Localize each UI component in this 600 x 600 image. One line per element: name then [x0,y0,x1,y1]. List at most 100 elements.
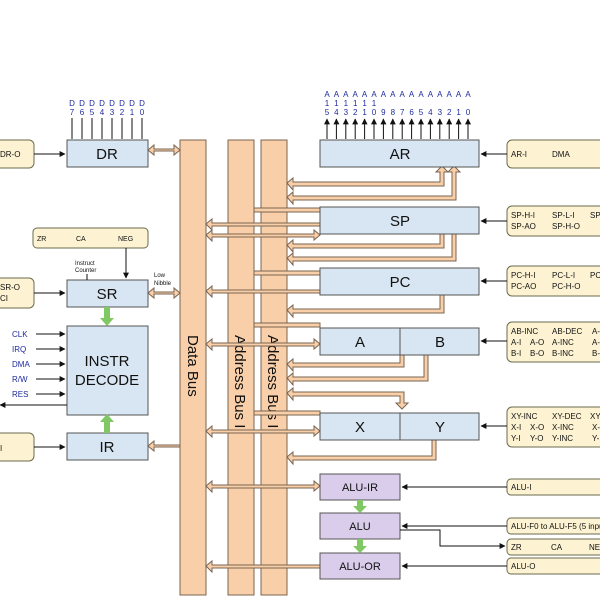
decode-input-label: IRQ [12,345,26,354]
decode-input-label: DMA [12,360,30,369]
data-bus-label: Data Bus [184,335,201,397]
addr-pin-label: A [447,90,453,99]
ab-control-r3-d: B- [592,349,600,358]
addr-pin-index: 3 [438,108,443,117]
sr-register [66,279,149,308]
ab-control-r1-a: AB-INC [511,327,538,336]
address-bus-1-label: Address Bus I [231,335,248,428]
dr-control-label: DR-O [0,150,20,159]
addr-pin-index: 1 [362,108,367,117]
addr-pin-index: 4 [334,108,339,117]
y-register-label: Y [435,419,445,436]
data-pin-label: D [109,99,115,108]
data-pin-index: 1 [130,108,135,117]
sp-control-r2-a: SP-AO [511,222,536,231]
xy-control-r2-c: X-INC [552,423,574,432]
flag-neg: NEG [118,236,133,243]
addr-pin-label: A [343,90,349,99]
addr-pin-index: 0 [466,108,471,117]
pc-control-r1-b: PC-L-I [552,271,575,280]
addr-pin-label: A [353,90,359,99]
address-bus-2 [260,139,288,596]
addr-pin-label: A [334,90,340,99]
b-register-label: B [435,334,445,351]
addr-pin-label: A [390,90,396,99]
flag-zr: ZR [37,236,46,243]
xy-control-r2-d: X- [592,423,600,432]
addr-pin-index: 4 [428,108,433,117]
data-pin-index: 5 [90,108,95,117]
pc-control-r1-c: PC [590,271,600,280]
ab-control-r2-b: A-O [530,338,544,347]
data-pin-label: D [119,99,125,108]
instr-decode-label-2: DECODE [75,372,139,389]
sp-register-label: SP [390,213,410,230]
pc-register-label: PC [390,274,411,291]
addr-pin-index: 7 [400,108,405,117]
data-pin-label: D [99,99,105,108]
xy-control-r2-b: X-O [530,423,544,432]
addr-pin-label: A [456,90,462,99]
instr-decode-block [66,325,149,416]
addr-pin-index: 0 [372,108,377,117]
addr-pin-index: 5 [325,108,330,117]
address-bus-2-label: Address Bus II [264,335,281,433]
dr-databus-link [147,143,181,157]
decode-input-label: RES [12,390,28,399]
data-pin-label: D [69,99,75,108]
ir-register [66,432,149,461]
data-bus [179,139,207,596]
addr-pin-index: 5 [419,108,424,117]
flags-box [32,227,149,249]
addr-pin-label: A [437,90,443,99]
data-pin-index: 6 [80,108,85,117]
low-nibble-label-2: Nibble [154,281,172,287]
addr-pin-index: 2 [447,108,452,117]
ab-control-r3-a: B-I [511,349,521,358]
ab-control-r2-c: A-INC [552,338,574,347]
xy-control-r3-d: Y- [592,434,600,443]
ir-control-box [0,432,35,462]
b-register [399,327,480,356]
alu-f-control-label: ALU-F0 to ALU-F5 (5 inpu [511,522,600,531]
addr-pin-index: 3 [344,108,349,117]
addr-pin-label: A [371,90,377,99]
alu-o-control-label: ALU-O [511,562,535,571]
sr-control-label-2: CI [0,294,8,303]
alu-flag-ca: CA [551,543,563,552]
addr-pin-label: A [428,90,434,99]
sp-control-r2-b: SP-H-O [552,222,580,231]
addr-pin-index: 2 [353,108,358,117]
alu-flag-ne: NE [589,543,600,552]
alu-or-label: ALU-OR [339,561,381,573]
ab-control-r2-d: A- [592,338,600,347]
addr-pin-label: A [324,90,330,99]
sr-databus-link [147,286,181,300]
address-bus-loops [253,165,462,466]
ab-control-box [506,321,600,363]
addr-pin-tens: 1 [325,99,330,108]
dr-register-label: DR [96,146,118,163]
xy-control-r2-a: X-I [511,423,521,432]
ir-control-label: I [0,444,2,453]
sp-register [319,206,480,235]
addr-pin-index: 1 [456,108,461,117]
sr-register-label: SR [97,286,118,303]
data-pin-label: D [89,99,95,108]
addr-pin-tens: 1 [353,99,358,108]
sp-control-r1-c: SP [590,211,600,220]
ab-control-r3-b: B-O [530,349,544,358]
low-nibble-label-1: Low [154,273,166,279]
alu-i-control-label: ALU-I [511,483,531,492]
alu-label: ALU [349,521,370,533]
xy-control-r1-c: XY [590,412,600,421]
pc-control-r2-b: PC-H-O [552,282,580,291]
data-pin-index: 0 [140,108,145,117]
instruct-counter-label-1: Instruct [75,261,95,267]
addr-pin-label: A [362,90,368,99]
addr-pin-label: A [418,90,424,99]
alu-flag-zr: ZR [511,543,522,552]
ar-control-ari: AR-I [511,150,527,159]
